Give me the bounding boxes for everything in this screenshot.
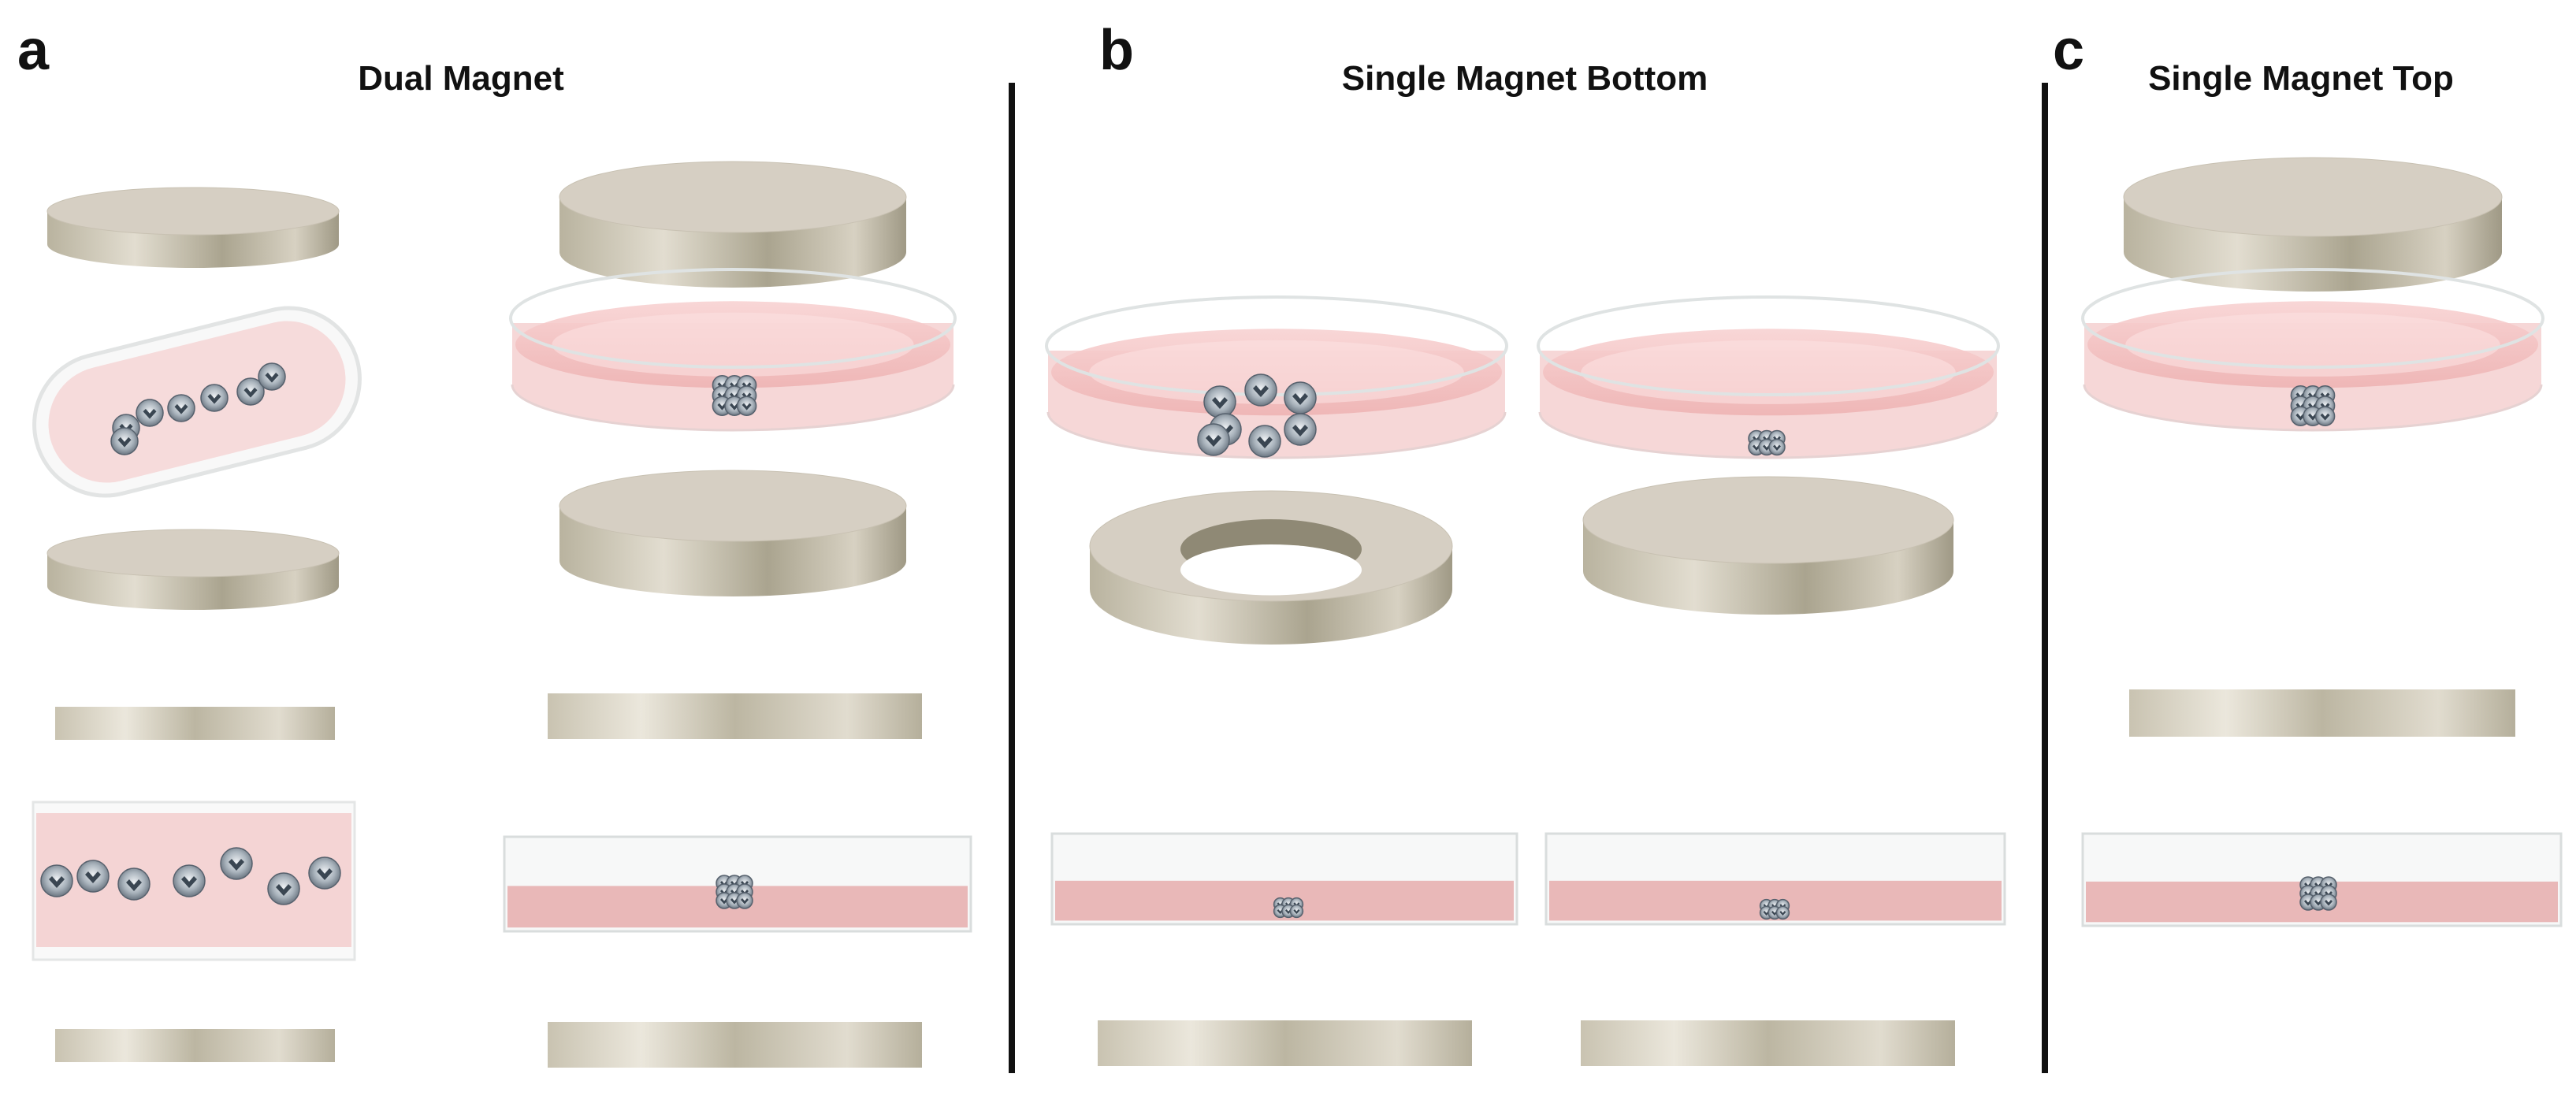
cell-icon	[1284, 381, 1317, 414]
magnet-disc	[559, 161, 907, 288]
cell-icon	[220, 847, 253, 880]
petri-dish	[1537, 295, 2000, 459]
magnet-side-view	[55, 707, 335, 740]
spheroid	[1273, 897, 1304, 919]
petri-dish-side-view	[503, 835, 972, 933]
magnet-disc	[2123, 157, 2503, 292]
cell-icon	[200, 384, 229, 412]
cell-icon	[136, 399, 164, 427]
magnet-disc	[1582, 476, 1954, 615]
spheroid	[2299, 876, 2337, 911]
cell-icon	[308, 856, 341, 890]
cell-icon	[1775, 905, 1790, 920]
ring-magnet	[1089, 490, 1453, 645]
magnet-side-view	[2129, 689, 2515, 737]
cell-icon	[1248, 425, 1281, 458]
petri-dish-side-view	[1050, 832, 1518, 926]
petri-dish-side-view	[2081, 832, 2563, 927]
cell-icon	[2314, 406, 2336, 426]
cell-icon	[2320, 894, 2337, 911]
magnet-side-view	[55, 1029, 335, 1062]
magnet-disc	[46, 187, 340, 268]
cell-icon	[236, 377, 265, 406]
cell-icon	[1289, 904, 1304, 919]
cell-icon	[40, 864, 73, 897]
petri-dish	[509, 268, 957, 432]
cell-icon	[76, 860, 110, 893]
cell-icon	[117, 868, 151, 901]
petri-dish	[1045, 295, 1508, 459]
cell-icon	[173, 864, 206, 897]
cell-icon	[1203, 385, 1236, 418]
spheroid	[2290, 385, 2336, 426]
cell-icon	[736, 396, 757, 416]
spheroid	[1748, 429, 1786, 456]
magnet-side-view	[548, 1022, 922, 1068]
magnet-side-view	[1098, 1020, 1472, 1066]
magnet-disc	[559, 470, 907, 596]
spheroid	[712, 375, 757, 416]
petri-dish	[2081, 268, 2544, 432]
cell-icon	[1284, 413, 1317, 446]
cell-icon	[167, 394, 195, 422]
cell-icon	[258, 362, 286, 391]
cell-icon	[1197, 423, 1230, 456]
magnet-side-view	[548, 693, 922, 739]
cell-icon	[1768, 438, 1786, 456]
panel-c-title: Single Magnet Top	[2148, 59, 2454, 98]
panel-b-title: Single Magnet Bottom	[1341, 59, 1708, 98]
petri-dish-side-view	[1544, 832, 2006, 926]
cell-icon	[110, 427, 139, 455]
magnet-disc	[46, 529, 340, 610]
culture-tube-side-view	[32, 801, 356, 961]
panel-a-title: Dual Magnet	[358, 59, 564, 98]
spheroid	[716, 875, 753, 909]
spheroid	[1759, 898, 1790, 920]
panel-b-letter: b	[1099, 19, 1134, 82]
panel-a-letter: a	[17, 19, 50, 82]
culture-tube	[32, 306, 362, 498]
magnet-side-view	[1581, 1020, 1955, 1066]
cell-icon	[736, 892, 753, 909]
cell-icon	[1244, 373, 1277, 407]
panel-c-letter: c	[2053, 19, 2085, 82]
cell-icon	[267, 872, 300, 905]
